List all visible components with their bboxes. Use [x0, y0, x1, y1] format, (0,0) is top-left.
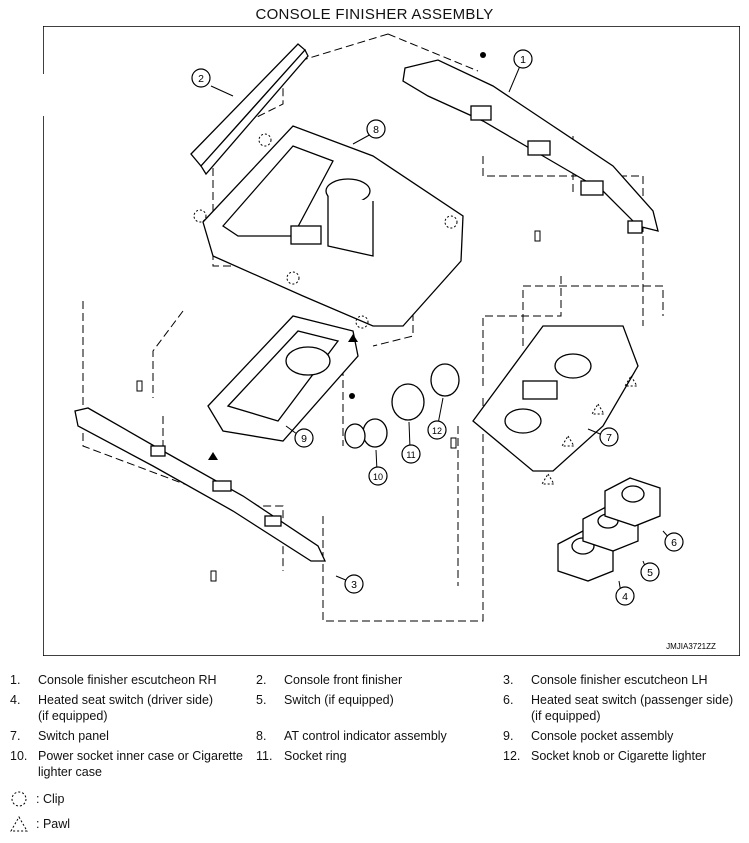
callout-5	[640, 562, 660, 582]
callout-label-11: 11	[406, 450, 415, 460]
legend-row: 1. Console finisher escutcheon RH 2. Con…	[10, 672, 745, 688]
callout-label-5: 5	[647, 567, 653, 579]
console-pocket	[207, 315, 359, 442]
callout-12	[427, 420, 447, 440]
callout-label-10: 10	[373, 472, 383, 482]
callout-label-4: 4	[622, 591, 628, 603]
pawl-icon	[10, 815, 28, 832]
diagram-title: CONSOLE FINISHER ASSEMBLY	[255, 6, 494, 23]
legend-item-11: 11. Socket ring	[256, 749, 347, 763]
callout-9	[294, 428, 314, 448]
callout-1	[513, 49, 533, 69]
callout-label-9: 9	[301, 433, 307, 445]
legend-item-1: 1. Console finisher escutcheon RH	[10, 673, 217, 687]
callout-label-1: 1	[520, 54, 526, 66]
callout-label-7: 7	[606, 432, 612, 444]
callout-label-8: 8	[373, 124, 379, 136]
escutcheon-rh	[402, 59, 659, 234]
parts-legend: 1. Console finisher escutcheon RH 2. Con…	[10, 672, 745, 784]
diagram-code: JMJIA3721ZZ	[666, 642, 716, 651]
callout-3	[344, 574, 364, 594]
legend-row: 10. Power socket inner case or Cigarette…	[10, 748, 745, 780]
switch-panel	[472, 325, 639, 472]
legend-item-8: 8. AT control indicator assembly	[256, 729, 447, 743]
legend-item-2: 2. Console front finisher	[256, 673, 403, 687]
pawl-symbol-key: : Pawl	[10, 815, 70, 833]
clip-symbol-key: : Clip	[10, 790, 64, 808]
callout-label-6: 6	[671, 537, 677, 549]
clip-label: : Clip	[36, 792, 65, 806]
console-front-finisher	[190, 43, 309, 176]
legend-item-9: 9. Console pocket assembly	[503, 729, 674, 743]
seat-switches	[557, 477, 661, 582]
at-control-indicator	[202, 125, 464, 327]
callout-8	[366, 119, 386, 139]
callout-markers	[191, 49, 684, 606]
callout-7	[599, 427, 619, 447]
legend-item-6: 6. Heated seat switch (passenger side) (…	[503, 693, 734, 723]
legend-row: 7. Switch panel 8. AT control indicator …	[10, 728, 745, 744]
callout-11	[401, 444, 421, 464]
clip-icon	[11, 791, 27, 807]
callout-label-12: 12	[432, 426, 442, 436]
legend-item-7: 7. Switch panel	[10, 729, 109, 743]
legend-item-3: 3. Console finisher escutcheon LH	[503, 673, 708, 687]
callout-4	[615, 586, 635, 606]
exploded-view-diagram: 1 2 3 4 5 6 7 8 9 10 11 12 JMJIA3721ZZ	[43, 26, 740, 656]
legend-item-12: 12. Socket knob or Cigarette lighter	[503, 749, 707, 763]
callout-6	[664, 532, 684, 552]
pawl-label: : Pawl	[36, 817, 71, 831]
screws	[136, 230, 541, 582]
callout-label-2: 2	[198, 73, 204, 85]
legend-row: 4. Heated seat switch (driver side) (if …	[10, 692, 745, 724]
callout-10	[368, 466, 388, 486]
legend-item-4: 4. Heated seat switch (driver side) (if …	[10, 693, 214, 723]
callout-label-3: 3	[351, 579, 357, 591]
power-socket-parts	[344, 363, 460, 449]
legend-item-10: 10. Power socket inner case or Cigarette…	[10, 749, 243, 779]
legend-item-5: 5. Switch (if equipped)	[256, 693, 394, 707]
callout-2	[191, 68, 211, 88]
escutcheon-lh	[74, 407, 327, 562]
